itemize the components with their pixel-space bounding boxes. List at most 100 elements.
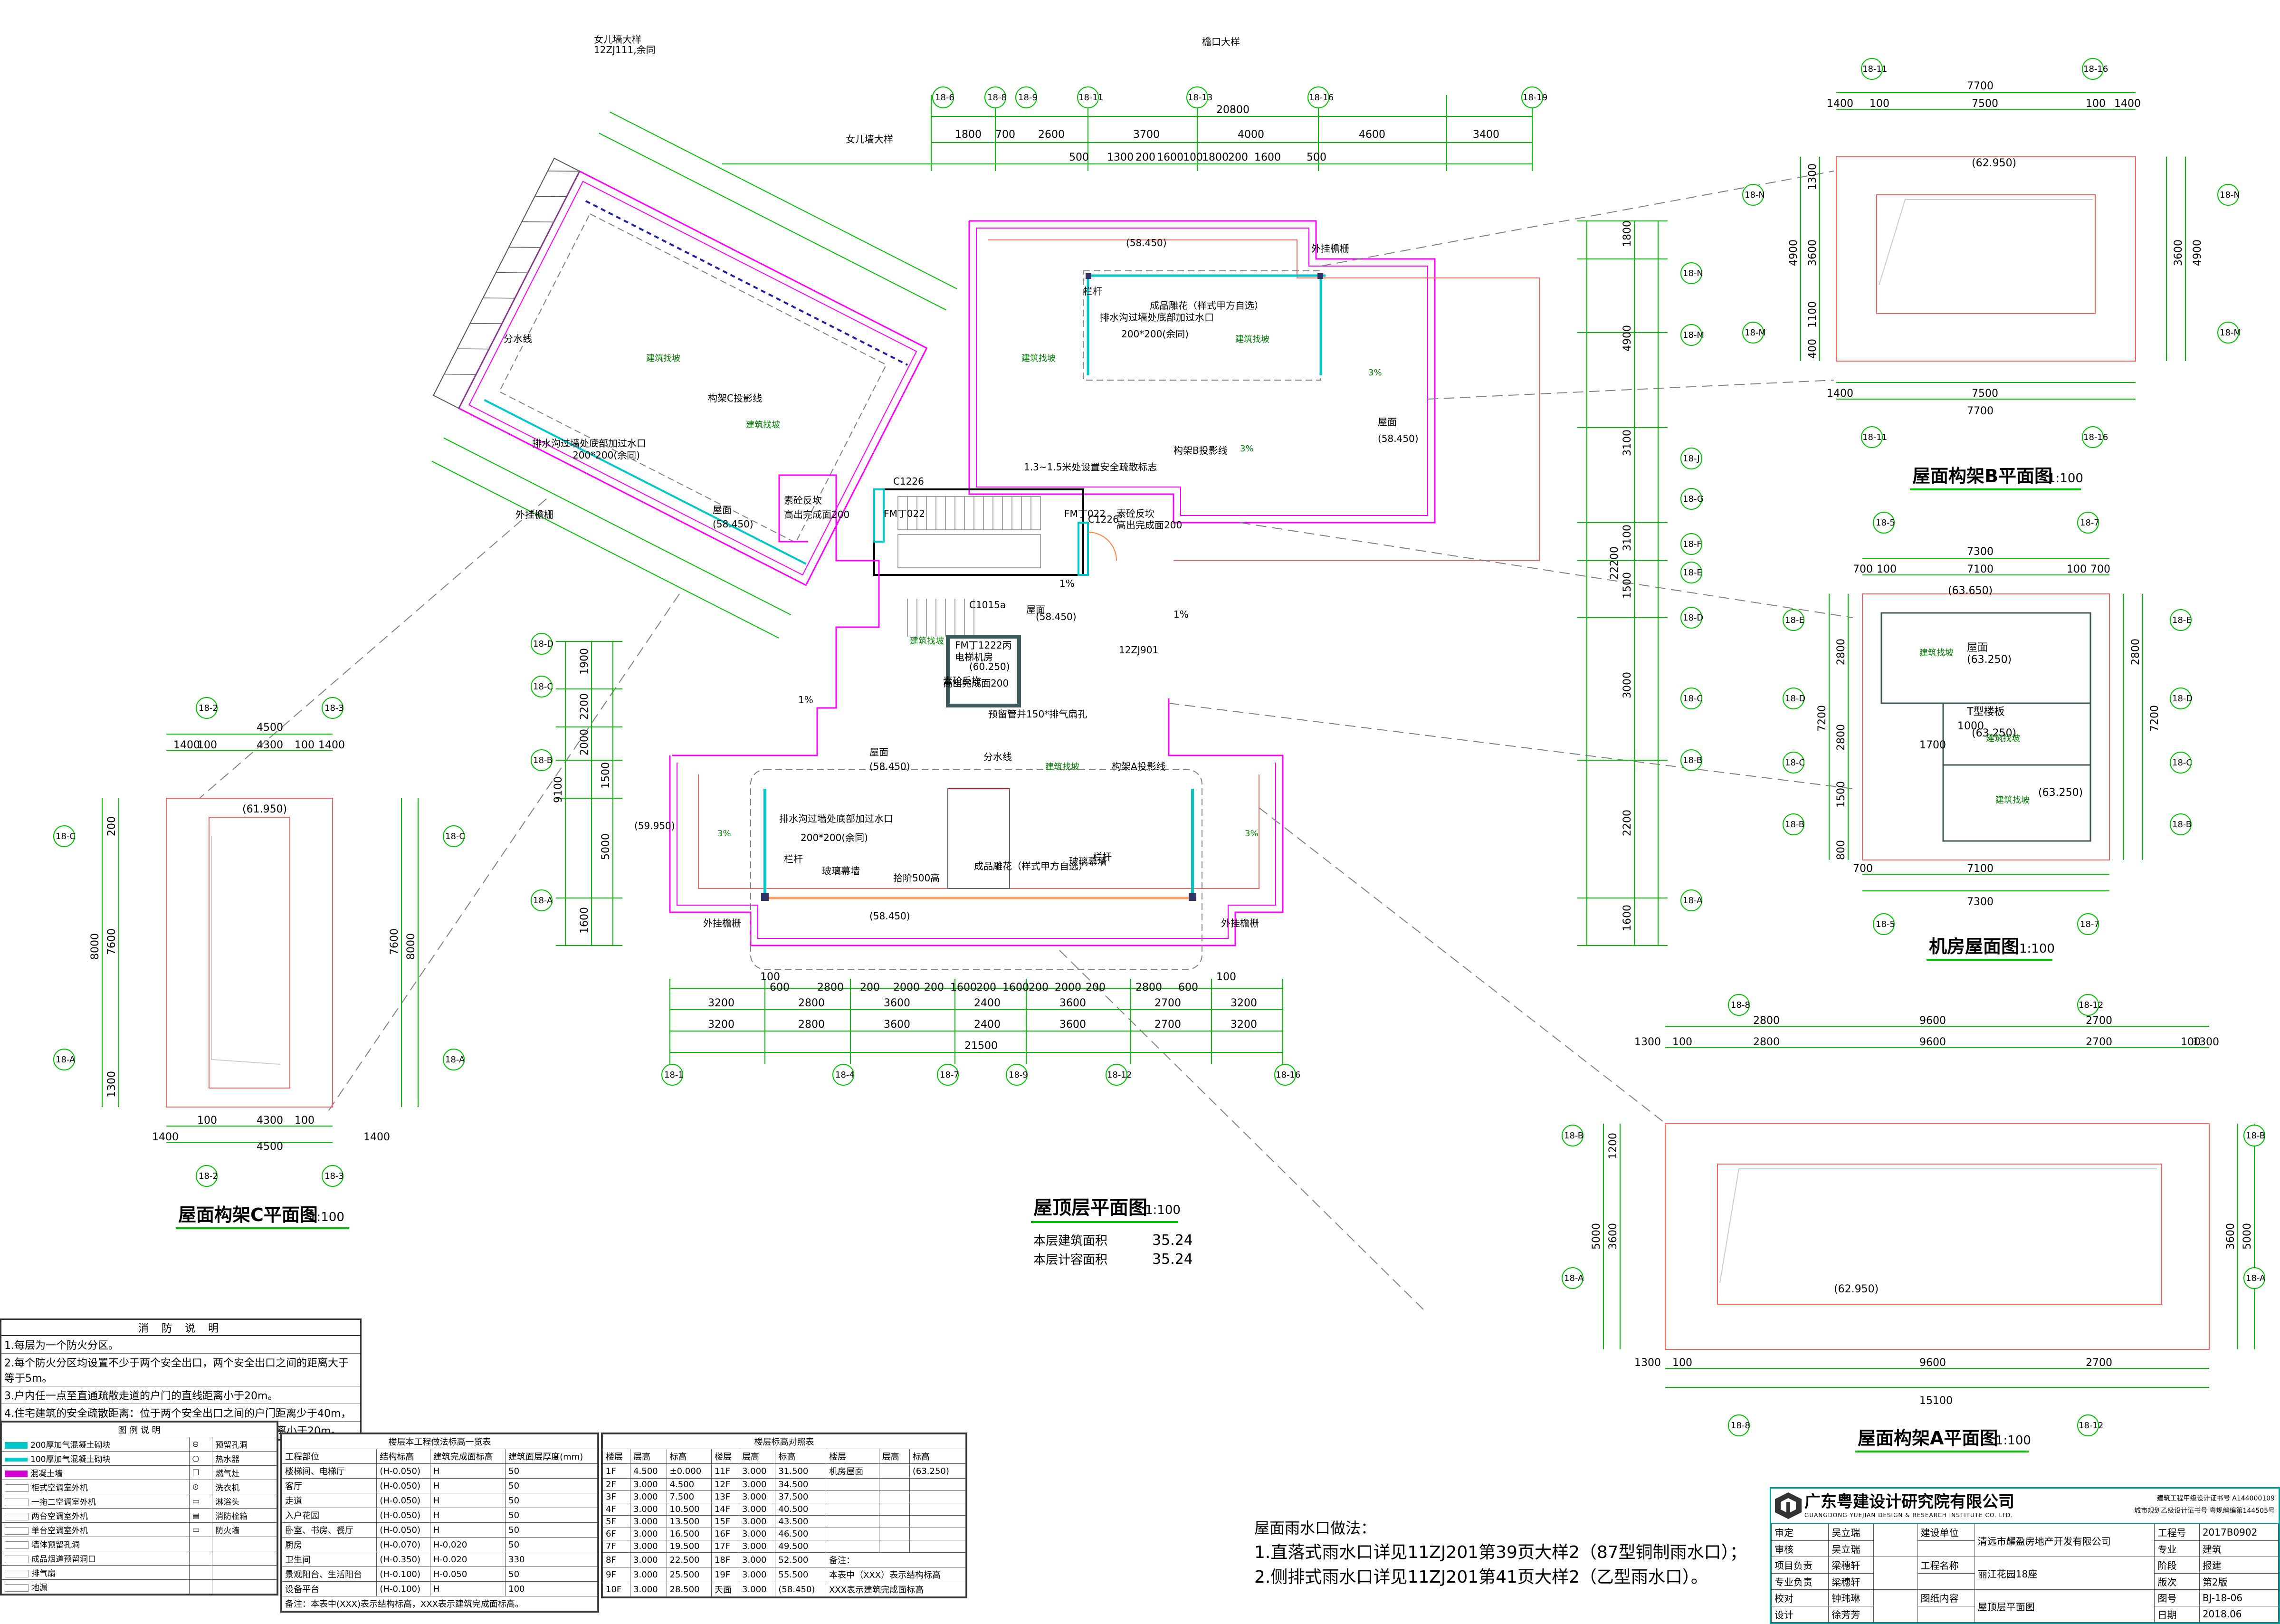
svg-text:18-5: 18-5 <box>1876 518 1895 528</box>
frame-a-axes: 18-8 18-12 18-8 18-12 18-B 18-A 18-B 18-… <box>1562 994 2266 1436</box>
main-plan-caption: 屋顶层平面图 1:100 本层建筑面积 35.24 本层计容面积 35.24 <box>1031 1197 1193 1268</box>
svg-text:檐口大样: 檐口大样 <box>1202 36 1240 48</box>
svg-text:FM丁1222丙: FM丁1222丙 <box>955 640 1012 651</box>
svg-text:1300: 1300 <box>1107 152 1134 163</box>
svg-text:100: 100 <box>1877 564 1897 575</box>
svg-text:18-8: 18-8 <box>1731 1421 1750 1431</box>
svg-text:18-A: 18-A <box>533 896 553 906</box>
svg-text:建筑找坡: 建筑找坡 <box>646 353 680 363</box>
svg-text:1500: 1500 <box>1622 572 1633 599</box>
svg-text:成品雕花（样式甲方自选）: 成品雕花（样式甲方自选） <box>1150 300 1264 311</box>
svg-text:5000: 5000 <box>600 833 612 860</box>
svg-text:3600: 3600 <box>884 1019 910 1031</box>
svg-text:18-9: 18-9 <box>1009 1070 1028 1080</box>
svg-text:3200: 3200 <box>1231 997 1257 1009</box>
svg-text:4600: 4600 <box>1359 129 1385 141</box>
svg-text:屋顶层平面图: 屋顶层平面图 <box>1033 1197 1147 1219</box>
svg-text:(58.450): (58.450) <box>1126 237 1167 248</box>
svg-text:18-D: 18-D <box>1785 694 1805 704</box>
svg-text:18-A: 18-A <box>56 1055 76 1065</box>
svg-text:2800: 2800 <box>1135 982 1162 994</box>
svg-text:3400: 3400 <box>1473 129 1499 141</box>
svg-text:C1015a: C1015a <box>969 599 1006 611</box>
main-bottom-dim-text: 3200 2800 3600 2400 3600 2700 3200 3200 … <box>708 971 1257 1052</box>
svg-text:100: 100 <box>1216 971 1236 983</box>
fire-note-line: 1.每层为一个防火分区。 <box>1 1336 360 1354</box>
lower-wing <box>669 474 1284 970</box>
legend-panel: 图 例 说 明 200厚加气混凝土砌块⊖预留孔洞 100厚加气混凝土砌块○热水器… <box>0 1421 278 1595</box>
svg-text:3600: 3600 <box>2225 1223 2237 1250</box>
svg-text:18-F: 18-F <box>1683 539 1702 549</box>
frame-a-text: 2800 9600 2700 1300 100 2800 9600 2700 1… <box>1591 1015 2253 1407</box>
svg-text:4500: 4500 <box>257 1141 283 1153</box>
svg-text:200: 200 <box>860 982 880 994</box>
svg-text:外挂檐栅: 外挂檐栅 <box>1221 917 1259 929</box>
svg-text:7700: 7700 <box>1967 405 1994 417</box>
company-name: 广东粤建设计研究院有限公司 <box>1804 1492 2014 1511</box>
svg-text:1400: 1400 <box>318 739 345 751</box>
svg-text:700: 700 <box>995 129 1015 141</box>
legend-row: 柜式空调室外机⊙洗衣机 <box>1 1480 277 1494</box>
svg-text:(63.250): (63.250) <box>1967 654 2012 666</box>
svg-text:2700: 2700 <box>1154 1019 1181 1031</box>
svg-text:1:100: 1:100 <box>2019 942 2055 956</box>
projection-lines <box>199 171 1853 1312</box>
svg-text:建筑找坡: 建筑找坡 <box>1919 648 1954 658</box>
svg-text:FM丁022: FM丁022 <box>884 508 925 519</box>
svg-text:7700: 7700 <box>1967 80 1994 92</box>
svg-text:1700: 1700 <box>1919 739 1946 751</box>
svg-text:2800: 2800 <box>1835 724 1847 751</box>
svg-text:电梯机房: 电梯机房 <box>955 651 993 663</box>
svg-text:栏杆: 栏杆 <box>784 853 803 865</box>
upper-left-rotated-wing <box>431 111 957 639</box>
main-right-dimensions <box>1577 220 1668 946</box>
svg-text:2800: 2800 <box>798 997 825 1009</box>
svg-text:22200: 22200 <box>1609 546 1621 580</box>
svg-text:100: 100 <box>1183 152 1203 163</box>
svg-text:18-D: 18-D <box>1683 613 1703 623</box>
svg-text:5000: 5000 <box>1591 1223 1603 1250</box>
svg-text:1400: 1400 <box>1827 388 1853 400</box>
svg-text:构架C投影线: 构架C投影线 <box>708 392 762 404</box>
stair-core <box>873 488 1117 707</box>
svg-text:18-C: 18-C <box>1785 758 1805 768</box>
svg-text:分水线: 分水线 <box>983 751 1012 763</box>
svg-text:3%: 3% <box>1240 444 1254 454</box>
svg-text:1500: 1500 <box>1835 781 1847 808</box>
svg-text:18-M: 18-M <box>2220 328 2241 338</box>
svg-text:建筑找坡: 建筑找坡 <box>1021 353 1056 363</box>
svg-text:5000: 5000 <box>2242 1223 2253 1250</box>
svg-text:18-E: 18-E <box>1683 568 1702 578</box>
svg-text:700: 700 <box>1853 863 1873 875</box>
svg-text:18-7: 18-7 <box>2080 518 2099 528</box>
svg-text:屋面: 屋面 <box>1378 416 1397 428</box>
svg-text:200: 200 <box>1086 982 1106 994</box>
svg-text:1600: 1600 <box>579 907 591 934</box>
svg-text:18-19: 18-19 <box>1523 93 1547 103</box>
svg-text:7500: 7500 <box>1972 98 1998 110</box>
svg-text:200: 200 <box>106 816 118 836</box>
svg-text:18-M: 18-M <box>1683 330 1704 340</box>
svg-text:2000: 2000 <box>579 729 591 755</box>
svg-text:2400: 2400 <box>974 997 1001 1009</box>
svg-text:100: 100 <box>2181 1036 2201 1048</box>
svg-text:35.24: 35.24 <box>1152 1232 1193 1249</box>
company-logo-icon <box>1775 1492 1802 1519</box>
svg-text:100: 100 <box>2067 564 2087 575</box>
machine-slopes: 建筑找坡 建筑找坡 建筑找坡 <box>1919 648 2030 805</box>
svg-text:1600: 1600 <box>1002 982 1029 994</box>
svg-text:18-8: 18-8 <box>1731 1000 1750 1010</box>
svg-text:3200: 3200 <box>708 1019 735 1031</box>
fire-note-line: 4.住宅建筑的安全疏散距离：位于两个安全出口之间的户门距离少于40m， <box>1 1404 360 1422</box>
svg-text:1400: 1400 <box>1827 98 1853 110</box>
svg-text:(63.250): (63.250) <box>2038 787 2083 799</box>
svg-text:18-B: 18-B <box>1785 820 1804 830</box>
roof-drain-notes: 屋面雨水口做法： 1.直落式雨水口详见11ZJ201第39页大样2（87型铜制雨… <box>1254 1516 1747 1590</box>
svg-text:18-7: 18-7 <box>2080 919 2099 929</box>
svg-text:素砼反坎: 素砼反坎 <box>784 495 822 506</box>
svg-text:高出完成面200: 高出完成面200 <box>784 509 849 520</box>
